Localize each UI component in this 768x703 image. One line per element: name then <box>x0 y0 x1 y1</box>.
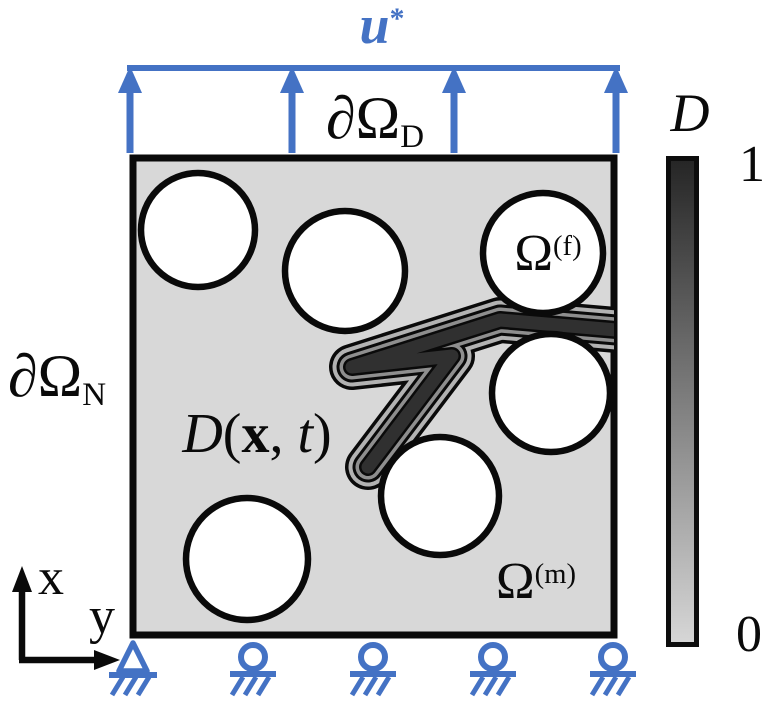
roller-support-icon <box>229 642 276 697</box>
roller-support-icon <box>589 642 636 697</box>
matrix-domain-label: Ω(m) <box>496 553 576 610</box>
roller-support-icon <box>349 642 396 697</box>
damage-contours <box>329 297 614 490</box>
prescribed-displacement-label: u* <box>359 0 405 55</box>
fiber-circle <box>488 330 614 456</box>
colorbar <box>666 156 699 647</box>
fiber-circle <box>377 433 503 559</box>
xy-axes-icon <box>12 566 120 670</box>
axis-y-label: y <box>89 588 115 645</box>
fiber-circles <box>137 169 614 624</box>
up-arrow-icon <box>280 66 304 153</box>
bottom-supports <box>109 640 636 697</box>
colorbar-max-label: 1 <box>739 136 765 193</box>
fiber-circle <box>182 494 312 624</box>
damage-contour-dark <box>345 313 614 474</box>
up-arrow-icon <box>442 66 466 153</box>
displacement-load <box>118 65 628 153</box>
roller-support-icon <box>469 642 516 697</box>
fiber-circle <box>137 169 259 291</box>
axis-x-label: x <box>38 549 64 606</box>
neumann-boundary-label: ∂ΩN <box>7 343 107 414</box>
up-arrow-icon <box>604 66 628 153</box>
pin-support-icon <box>109 640 157 697</box>
up-arrow-icon <box>118 66 142 153</box>
colorbar-title: D <box>670 83 710 143</box>
fiber-circle <box>479 189 607 317</box>
damage-field-label: D(x, t) <box>182 403 332 465</box>
colorbar-min-label: 0 <box>736 606 762 663</box>
fiber-domain-label: Ω(f) <box>514 225 582 282</box>
fiber-circle <box>281 207 409 335</box>
dirichlet-boundary-label: ∂ΩD <box>325 85 425 156</box>
